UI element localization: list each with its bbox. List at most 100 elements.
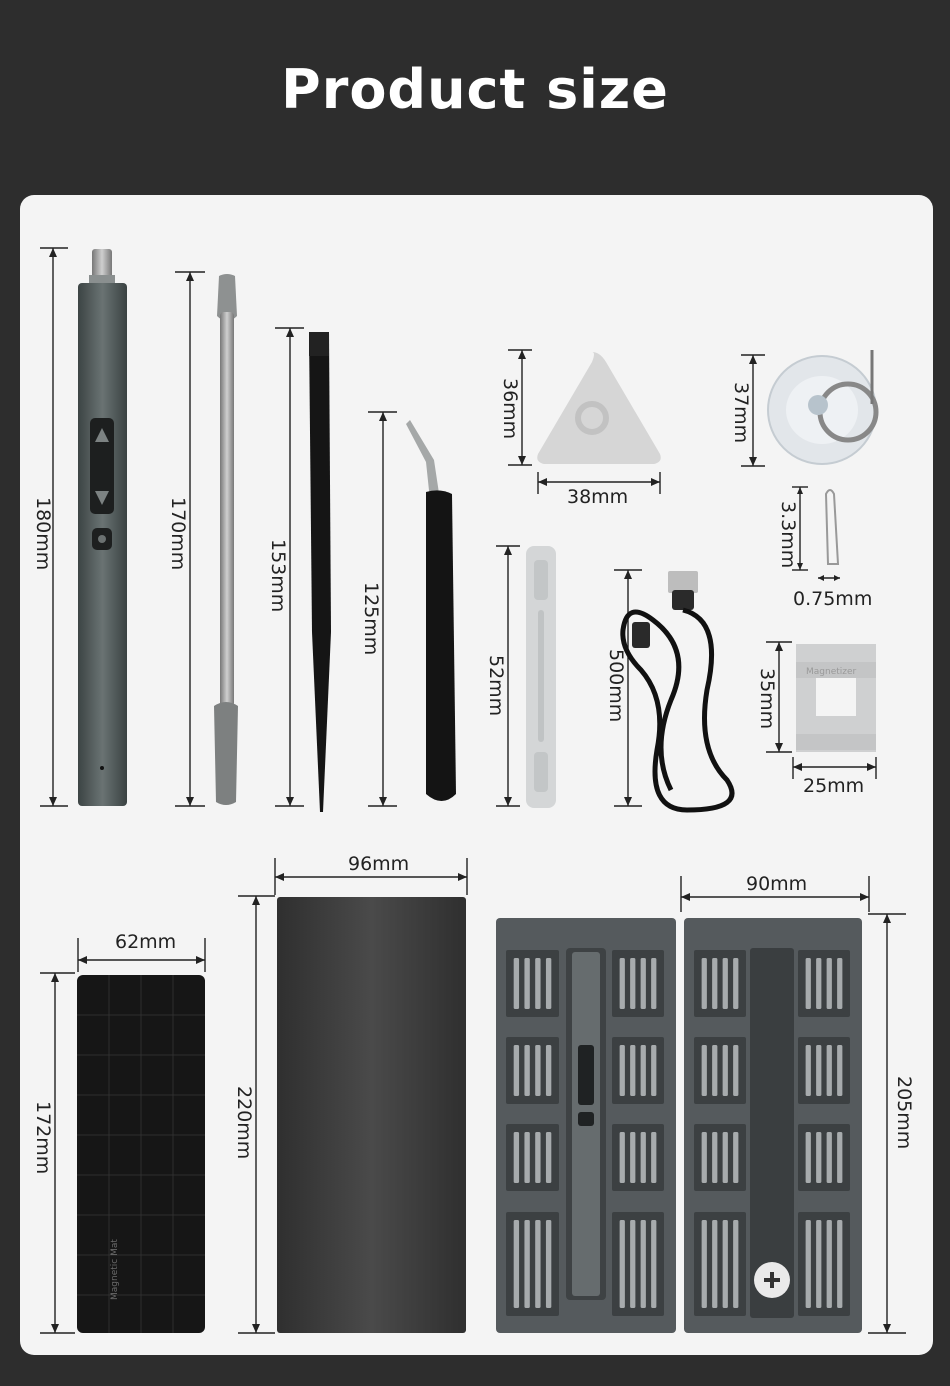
screwdriver-bit: [513, 958, 520, 1009]
screwdriver-bit: [524, 1045, 530, 1096]
bit-slot-block: [612, 1124, 664, 1191]
bit-slot-block: [506, 1124, 559, 1191]
dim-label-36mm: 36mm: [499, 378, 521, 440]
bit-slot-block: [694, 1124, 746, 1191]
bit-slot-block: [798, 1124, 850, 1191]
screwdriver-bit: [619, 1132, 625, 1183]
dim-label-62mm: 62mm: [115, 931, 177, 953]
dim-label-500mm: 500mm: [605, 649, 627, 723]
bit-slot-block: [612, 950, 664, 1017]
screwdriver-bit: [619, 1220, 625, 1308]
screwdriver-bit: [837, 1045, 843, 1096]
screwdriver-bit: [640, 958, 646, 1009]
dim-label-3-3mm: 3.3mm: [777, 501, 799, 569]
screwdriver-bit: [545, 1045, 552, 1096]
dim-label-170mm: 170mm: [167, 497, 189, 571]
screwdriver-bit: [722, 1132, 728, 1183]
screwdriver-bit: [712, 958, 718, 1009]
outer-box-image: [277, 897, 466, 1333]
bit-blocks: [506, 950, 850, 1316]
screwdriver-bit: [712, 1220, 718, 1308]
bit-slot-block: [694, 1212, 746, 1316]
screwdriver-bit: [837, 1220, 843, 1308]
dim-label-96mm: 96mm: [348, 853, 410, 875]
triangle-pick-image: [537, 352, 661, 464]
screwdriver-bit: [837, 958, 843, 1009]
bit-slot-block: [506, 950, 559, 1017]
screwdriver-bit: [640, 1132, 646, 1183]
screwdriver-bit: [733, 1220, 739, 1308]
screwdriver-bit: [816, 958, 822, 1009]
screwdriver-bit: [619, 958, 625, 1009]
screwdriver-bit: [722, 958, 728, 1009]
screwdriver-bit: [640, 1220, 646, 1308]
screwdriver-bit: [733, 1132, 739, 1183]
screwdriver-bit: [712, 1132, 718, 1183]
screwdriver-bit: [826, 958, 832, 1009]
magnetizer-image: [796, 644, 876, 752]
screwdriver-bit: [630, 1132, 636, 1183]
plastic-pry-bar-image: [526, 546, 556, 808]
bit-slot-block: [694, 1037, 746, 1104]
tweezers-image: [406, 420, 456, 801]
electric-screwdriver-image: [78, 249, 127, 806]
dim-label-35mm: 35mm: [756, 668, 778, 730]
screwdriver-bit: [701, 958, 707, 1009]
screwdriver-bit: [619, 1045, 625, 1096]
screwdriver-bit: [816, 1045, 822, 1096]
screwdriver-bit: [640, 1045, 646, 1096]
screwdriver-bit: [651, 1045, 657, 1096]
screwdriver-bit: [524, 1132, 530, 1183]
magnetic-mat-image: [77, 975, 205, 1333]
bit-slot-block: [612, 1037, 664, 1104]
sim-pin-image: [824, 489, 840, 565]
bit-slot-block: [612, 1212, 664, 1316]
screwdriver-bit: [816, 1132, 822, 1183]
dim-label-153mm: 153mm: [267, 539, 289, 613]
screwdriver-bit: [630, 1045, 636, 1096]
screwdriver-bit: [805, 1045, 811, 1096]
screwdriver-bit: [805, 1220, 811, 1308]
screwdriver-bit: [524, 1220, 530, 1308]
screwdriver-bit: [535, 1220, 541, 1308]
dim-label-205mm: 205mm: [893, 1076, 915, 1150]
metal-spudger-image: [214, 274, 238, 805]
screwdriver-bit: [712, 1045, 718, 1096]
bit-slot-block: [694, 950, 746, 1017]
dim-label-180mm: 180mm: [32, 497, 54, 571]
dim-label-25mm: 25mm: [803, 775, 865, 797]
dim-label-125mm: 125mm: [360, 582, 382, 656]
dim-label-172mm: 172mm: [32, 1101, 54, 1175]
screwdriver-bit: [826, 1045, 832, 1096]
mat-print-label: Magnetic Mat: [110, 1239, 120, 1300]
dim-label-90mm: 90mm: [746, 873, 808, 895]
screwdriver-bit: [630, 1220, 636, 1308]
screwdriver-bit: [545, 1220, 552, 1308]
dim-label-52mm: 52mm: [485, 655, 507, 717]
screwdriver-bit: [805, 1132, 811, 1183]
screwdriver-bit: [535, 1045, 541, 1096]
magnetizer-print-label: Magnetizer: [806, 667, 857, 677]
page-title: Product size: [281, 58, 669, 121]
screwdriver-bit: [651, 1132, 657, 1183]
screwdriver-bit: [535, 1132, 541, 1183]
screwdriver-bit: [513, 1132, 520, 1183]
bit-slot-block: [798, 1212, 850, 1316]
screwdriver-bit: [701, 1045, 707, 1096]
bit-slot-block: [798, 1037, 850, 1104]
screwdriver-bit: [701, 1132, 707, 1183]
screwdriver-bit: [816, 1220, 822, 1308]
screwdriver-bit: [733, 1045, 739, 1096]
screwdriver-bit: [513, 1220, 520, 1308]
dim-label-37mm: 37mm: [730, 382, 752, 444]
bit-slot-block: [506, 1212, 559, 1316]
screwdriver-bit: [733, 958, 739, 1009]
bit-slot-block: [506, 1037, 559, 1104]
screwdriver-bit: [545, 1132, 552, 1183]
screwdriver-bit: [805, 958, 811, 1009]
screwdriver-bit: [651, 958, 657, 1009]
bit-slot-block: [798, 950, 850, 1017]
screwdriver-bit: [651, 1220, 657, 1308]
screwdriver-bit: [701, 1220, 707, 1308]
